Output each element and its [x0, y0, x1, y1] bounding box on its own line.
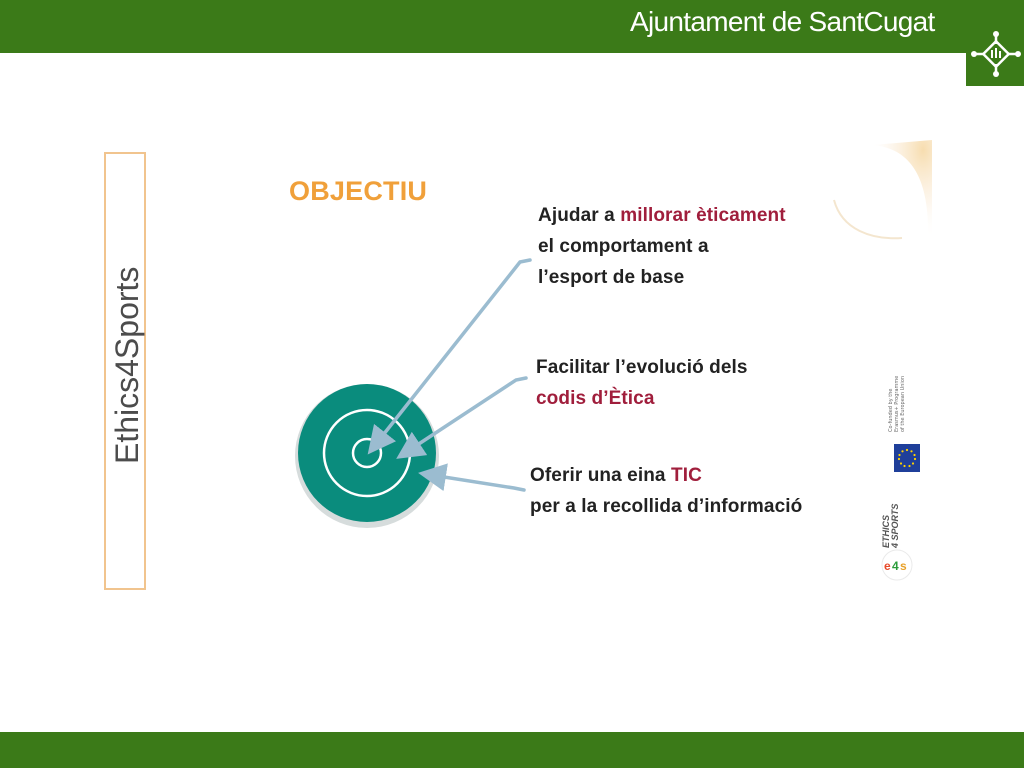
objective-3-text: Oferir una eina [530, 465, 671, 486]
footer-bar [0, 732, 1024, 768]
sant-cugat-logo-icon [966, 20, 1024, 86]
svg-text:4: 4 [892, 559, 899, 573]
objective-1-line-3: l’esport de base [538, 267, 685, 288]
objective-1-line-2: el comportament a [538, 236, 709, 257]
brand-title: Ajuntament de SantCugat [630, 6, 935, 37]
objective-3-highlight: TIC [670, 465, 702, 486]
sidebar-frame [104, 152, 146, 590]
e4s-logo-icon: e 4 s [881, 549, 913, 581]
objective-2-line-1: Facilitar l’evolució dels [536, 357, 748, 378]
objective-3-line-1: Oferir una eina TIC [530, 465, 702, 487]
objective-1-line-1: Ajudar a millorar èticament [538, 205, 786, 227]
eu-funding-text: Co-funded by the Erasmus+ Programme of t… [888, 375, 906, 432]
ethics4sports-wordmark: ETHICS 4 SPORTS [881, 503, 900, 548]
objective-2-highlight: codis d’Ètica [536, 388, 655, 409]
eu-flag-icon [894, 444, 920, 472]
header-bar [0, 0, 1024, 53]
svg-text:s: s [900, 559, 907, 573]
objective-1-highlight: millorar èticament [620, 205, 786, 226]
svg-text:e: e [884, 559, 891, 573]
pointer-arrows [367, 258, 532, 492]
slide-title: OBJECTIU [289, 176, 428, 206]
corner-decoration [833, 140, 932, 240]
objective-1-text: Ajudar a [538, 205, 621, 226]
target-icon [295, 384, 439, 528]
objective-3-line-2: per a la recollida d’informació [530, 496, 803, 517]
